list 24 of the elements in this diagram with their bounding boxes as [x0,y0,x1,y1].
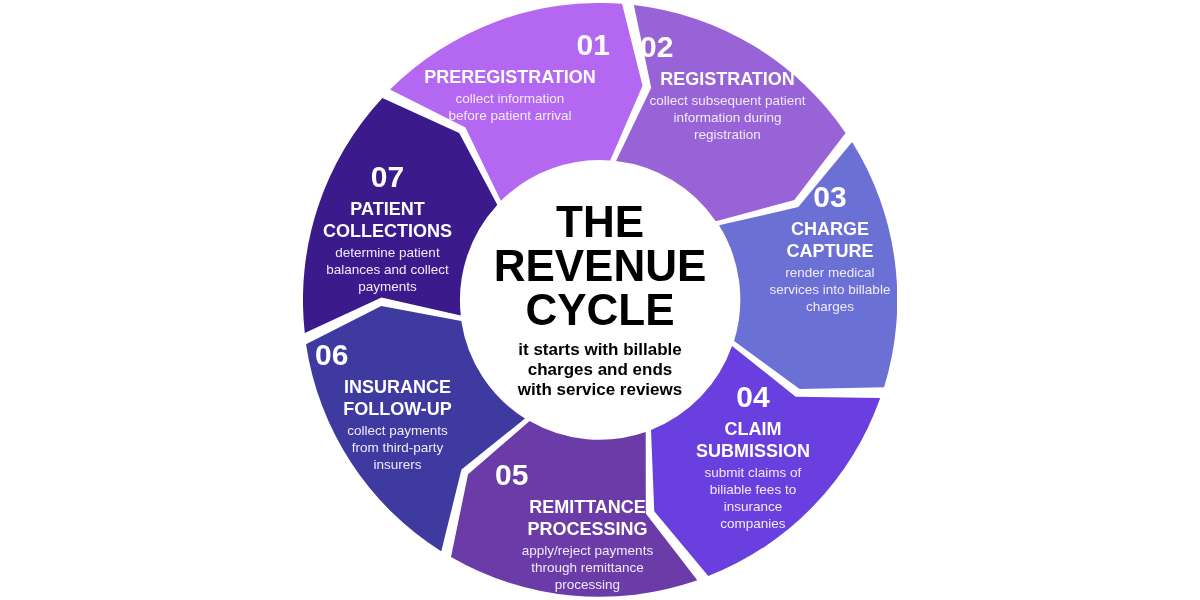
step-heading: PREREGISTRATION [424,66,596,88]
step-number: 07 [369,160,406,194]
step-number: 02 [640,30,675,64]
step-description: collect information before patient arrival [447,90,573,124]
step-heading: PATIENT COLLECTIONS [322,198,453,242]
step-description: render medical services into billable charges [768,264,892,315]
step-number: 03 [812,180,848,214]
step-number: 05 [495,458,530,492]
step-heading: CHARGE CAPTURE [785,218,875,262]
step-number: 06 [315,338,350,372]
cycle-title: THE REVENUE CYCLE [492,200,708,332]
step-description: collect subsequent patient information during registration [648,92,807,143]
step-number: 01 [575,28,610,62]
step-heading: INSURANCE FOLLOW-UP [342,376,453,420]
step-description: submit claims of biliable fees to insurance companies [703,464,803,532]
chevron-segment [451,421,698,597]
step-heading: REGISTRATION [660,68,795,90]
step-description: apply/reject payments through remittance processing [520,542,655,593]
step-description: collect payments from third-party insurers [346,422,449,473]
cycle-subtitle: it starts with billable charges and ends with service reviews [516,340,684,400]
step-number: 04 [735,380,771,414]
step-heading: REMITTANCE PROCESSING [526,496,649,540]
step-heading: CLAIM SUBMISSION [694,418,811,462]
step-description: determine patient balances and collect payments [325,244,450,295]
